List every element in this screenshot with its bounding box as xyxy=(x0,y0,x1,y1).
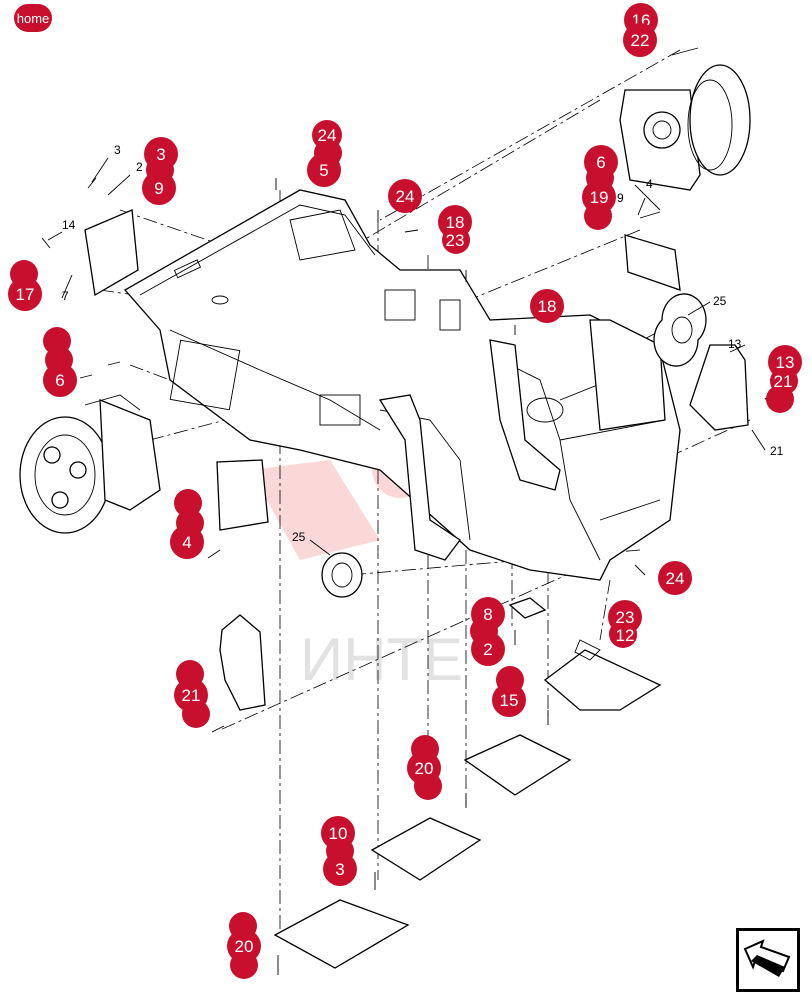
callout-2[interactable]: 2 xyxy=(471,632,505,666)
svg-text:24: 24 xyxy=(318,126,337,145)
svg-text:2: 2 xyxy=(483,640,492,659)
svg-text:15: 15 xyxy=(500,691,519,710)
part-labels: 3 2 14 7 9 4 25 13 21 25 xyxy=(62,143,784,544)
svg-text:18: 18 xyxy=(538,297,557,316)
next-page-button[interactable] xyxy=(736,928,800,992)
part-label-13: 13 xyxy=(728,337,742,351)
callout-8[interactable]: 8 xyxy=(471,597,505,631)
callout-20-bottom[interactable]: 20 xyxy=(227,929,261,963)
svg-text:5: 5 xyxy=(319,161,328,180)
callout-10[interactable]: 10 xyxy=(321,816,355,850)
part-label-25-right: 25 xyxy=(713,294,727,308)
cover-plates xyxy=(84,209,749,969)
svg-text:8: 8 xyxy=(483,605,492,624)
svg-text:12: 12 xyxy=(616,626,635,645)
callout-22[interactable]: 22 xyxy=(623,23,657,57)
callout-20-mid[interactable]: 20 xyxy=(407,751,441,785)
callout-18-b[interactable]: 18 xyxy=(530,289,564,323)
svg-text:17: 17 xyxy=(16,285,35,304)
callout-24-b[interactable]: 24 xyxy=(388,179,422,213)
callout-4[interactable]: 4 xyxy=(170,525,204,559)
arrow-icon xyxy=(743,939,791,977)
part-label-21: 21 xyxy=(770,444,784,458)
svg-text:23: 23 xyxy=(446,231,465,250)
callout-3-top[interactable]: 3 xyxy=(144,137,178,171)
svg-text:13: 13 xyxy=(776,353,795,372)
final-drive-right xyxy=(619,64,751,191)
part-label-9: 9 xyxy=(617,191,624,205)
callout-6-left[interactable]: 6 xyxy=(43,363,77,397)
svg-text:3: 3 xyxy=(335,860,344,879)
part-label-25-left: 25 xyxy=(292,530,306,544)
svg-text:22: 22 xyxy=(631,31,650,50)
callout-18-a[interactable]: 18 xyxy=(438,205,472,239)
part-label-7: 7 xyxy=(62,289,69,303)
svg-text:20: 20 xyxy=(415,759,434,778)
svg-text:20: 20 xyxy=(235,937,254,956)
svg-text:23: 23 xyxy=(616,608,635,627)
svg-text:3: 3 xyxy=(156,145,165,164)
svg-text:21: 21 xyxy=(774,372,793,391)
svg-text:4: 4 xyxy=(182,533,191,552)
watermark-text: ИНТЕ xyxy=(300,626,463,693)
callout-13[interactable]: 13 xyxy=(768,345,802,379)
svg-text:6: 6 xyxy=(596,153,605,172)
callout-19-right[interactable]: 19 xyxy=(582,180,616,214)
final-drive-left xyxy=(19,394,161,534)
svg-text:18: 18 xyxy=(446,213,465,232)
home-button[interactable]: home xyxy=(14,4,52,32)
callout-5[interactable]: 5 xyxy=(307,153,341,187)
callout-23-top[interactable]: 23 xyxy=(443,228,467,252)
callout-3-low[interactable]: 3 xyxy=(323,852,357,886)
fasteners xyxy=(41,47,773,975)
callout-21-right[interactable]: 21 xyxy=(771,369,795,393)
svg-text:24: 24 xyxy=(666,569,685,588)
svg-text:6: 6 xyxy=(55,371,64,390)
svg-text:19: 19 xyxy=(590,188,609,207)
callout-15-mid[interactable]: 15 xyxy=(492,683,526,717)
part-label-3: 3 xyxy=(114,143,121,157)
svg-text:24: 24 xyxy=(396,187,415,206)
callouts: 16 22 6 19 3 9 24 5 24 18 23 18 17 6 13 … xyxy=(8,3,802,963)
part-label-2: 2 xyxy=(136,160,143,174)
callout-9[interactable]: 9 xyxy=(142,171,176,205)
callout-21-left[interactable]: 21 xyxy=(174,678,208,712)
callout-23-mid[interactable]: 23 xyxy=(608,600,642,634)
svg-text:9: 9 xyxy=(154,179,163,198)
callout-24-a[interactable]: 24 xyxy=(312,120,342,150)
callout-24-c[interactable]: 24 xyxy=(658,561,692,595)
callout-17[interactable]: 17 xyxy=(8,277,42,311)
svg-text:10: 10 xyxy=(329,824,348,843)
part-label-14: 14 xyxy=(62,218,76,232)
main-frame xyxy=(123,189,681,581)
part-label-4: 4 xyxy=(646,177,653,191)
callout-6-right[interactable]: 6 xyxy=(584,145,618,179)
leader-lines xyxy=(47,157,766,556)
callout-12[interactable]: 12 xyxy=(613,623,637,647)
svg-text:21: 21 xyxy=(182,686,201,705)
